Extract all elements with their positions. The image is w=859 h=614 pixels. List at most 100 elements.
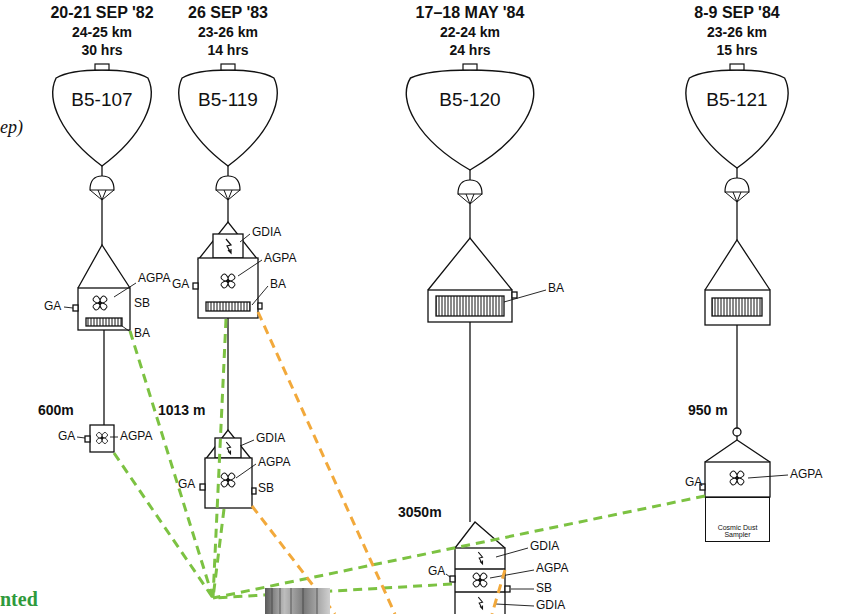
tether-length: 950 m: [688, 403, 728, 418]
gondola-train: [227, 200, 228, 222]
gondola-train: [478, 597, 482, 609]
gondola-train: [198, 258, 258, 318]
balloon-outline: [179, 70, 277, 166]
gondola-train: [90, 176, 114, 200]
balloon-id: B5-107: [27, 90, 177, 111]
gondola-train: [512, 292, 517, 298]
instrument-label: SB: [258, 482, 274, 495]
orange-dashed-pointer: [258, 312, 395, 614]
instrument-label: AGPA: [120, 430, 152, 443]
leader-line: [446, 574, 450, 577]
tether-length: 3050m: [398, 505, 442, 520]
gondola-train: [101, 200, 102, 245]
tether-length: 600m: [38, 403, 74, 418]
gondola-train: [193, 166, 262, 508]
instrument-label: GA: [172, 278, 189, 291]
gondola-train: [213, 234, 243, 258]
instrument-label: SB: [134, 297, 150, 310]
instrument-label: GDIA: [252, 226, 281, 239]
leader-line: [77, 437, 85, 438]
gondola-train: [220, 273, 236, 289]
balloon-valve: [221, 64, 235, 70]
gondola-train: [472, 572, 488, 588]
gondola-train: [220, 472, 236, 488]
flight-duration: 30 hrs: [27, 43, 177, 58]
instrument-label: GA: [44, 300, 61, 313]
instrument-label: GDIA: [256, 432, 285, 445]
leader-line: [240, 234, 250, 242]
gondola-train: [700, 168, 770, 497]
gondola-train: [103, 330, 104, 425]
gondola-train: [455, 568, 505, 569]
gondola-train: [729, 470, 745, 486]
leader-line: [64, 307, 73, 308]
float-altitude: 23-26 km: [153, 25, 303, 40]
gondola-train: [478, 552, 482, 564]
balloon-valve: [95, 64, 109, 70]
leader-line: [748, 475, 788, 478]
green-dashed-pointer: [130, 331, 213, 598]
instrument-label: GDIA: [536, 599, 565, 612]
flight-date: 17–18 MAY '84: [395, 4, 545, 22]
gondola-train: [712, 298, 762, 316]
gondola-train: [227, 318, 228, 430]
leader-line: [504, 290, 546, 302]
balloon-outline: [686, 70, 788, 168]
leader-line: [490, 570, 534, 578]
balloon-id: B5-120: [395, 90, 545, 111]
gondola-train: [78, 245, 130, 288]
balloon-valve: [463, 64, 477, 70]
gondola-train: [198, 222, 258, 260]
balloon-valve: [730, 64, 744, 70]
orange-dashed-pointer: [492, 570, 505, 614]
photo-thumbnail: [265, 588, 330, 614]
photo-thumbnail: [272, 588, 317, 614]
gondola-train: [428, 290, 512, 322]
instrument-label: AGPA: [258, 456, 290, 469]
instrument-label: SB: [536, 582, 552, 595]
gondola-train: [85, 436, 90, 442]
flight-date: 8-9 SEP '84: [662, 4, 812, 22]
cropped-text: ep): [0, 118, 23, 138]
gondola-train: [469, 204, 470, 238]
flight-date: 20-21 SEP '82: [27, 4, 177, 22]
float-altitude: 23-26 km: [662, 25, 812, 40]
leader-line: [110, 437, 118, 438]
leader-line: [511, 589, 534, 590]
float-altitude: 22-24 km: [395, 25, 545, 40]
sampler-label: Cosmic Dust Sampler: [707, 524, 768, 539]
gondola-train: [90, 425, 114, 452]
gondola-train: [258, 303, 262, 309]
gondola-train: [200, 484, 205, 490]
balloon-envelope: 17–18 MAY '8422-24 km24 hrsB5-120: [395, 4, 545, 170]
gondola-train: [101, 166, 102, 176]
instrument-label: AGPA: [138, 272, 170, 285]
leader-line: [496, 604, 534, 606]
cropped-text: nted: [0, 588, 38, 610]
green-dashed-pointer: [213, 496, 705, 598]
gondola-train: [205, 458, 252, 508]
flight-date: 26 SEP '83: [153, 4, 303, 22]
green-dashed-pointer: [213, 319, 226, 598]
gondola-train: [705, 462, 770, 497]
gondola-train: [450, 576, 455, 582]
gondola-train: [96, 432, 109, 445]
leader-line: [64, 283, 136, 438]
instrument-label: BA: [270, 278, 286, 291]
gondola-train: [92, 295, 108, 311]
gondola-train: [206, 302, 250, 311]
gondola-train: [252, 488, 256, 494]
instrument-label: GA: [685, 476, 702, 489]
leader-line: [748, 475, 788, 478]
gondola-train: [469, 322, 470, 522]
orange-dashed-pointer: [252, 312, 505, 614]
gondola-train: [226, 442, 230, 454]
instrument-label: AGPA: [264, 252, 296, 265]
gondola-train: [193, 283, 198, 289]
gondola-train: [86, 318, 122, 326]
leader-line: [252, 286, 268, 305]
gondola-train: [205, 430, 252, 460]
gondola-train: [428, 170, 517, 614]
instrument-label: BA: [134, 327, 150, 340]
leader-line: [236, 464, 256, 478]
